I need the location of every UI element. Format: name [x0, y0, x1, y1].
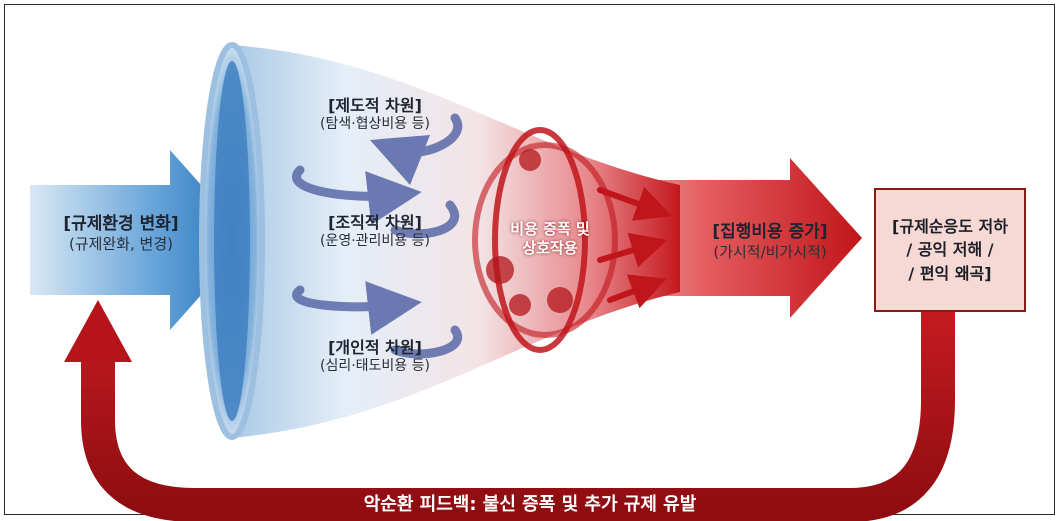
stage-sub: (심리·태도비용 등) — [320, 358, 430, 374]
result-line3: / 편익 왜곡] — [908, 263, 992, 283]
stage-organizational: [조직적 차원] (운영·관리비용 등) — [295, 213, 455, 251]
stage-individual: [개인적 차원] (심리·태도비용 등) — [295, 338, 455, 376]
stage-sub: (운영·관리비용 등) — [320, 233, 430, 249]
cost-label: [집행비용 증가] (가시적/비가시적) — [690, 222, 850, 262]
result-box: [규제순응도 저하 / 공익 저해 / / 편익 왜곡] — [874, 188, 1026, 312]
input-sub: (규제완화, 변경) — [68, 235, 174, 254]
result-line1: [규제순응도 저하 — [892, 217, 1008, 237]
swirl-arrows — [292, 113, 463, 359]
stage-title: [제도적 차원] — [328, 96, 422, 115]
amplification-line1: 비용 증폭 및 — [510, 220, 590, 238]
cost-sub: (가시적/비가시적) — [713, 243, 827, 262]
feedback-loop-arrow — [81, 312, 955, 521]
stage-institutional: [제도적 차원] (탐색·협상비용 등) — [295, 96, 455, 134]
stage-title: [조직적 차원] — [328, 213, 422, 232]
input-arrow — [30, 150, 250, 330]
stage-title: [개인적 차원] — [328, 338, 422, 357]
feedback-label: 악순환 피드백: 불신 증폭 및 추가 규제 유발 — [363, 494, 697, 515]
amplification-line2: 상호작용 — [522, 238, 578, 257]
gear-icon — [486, 149, 573, 316]
input-label: [규제환경 변화] (규제완화, 변경) — [36, 214, 206, 254]
stage-sub: (탐색·협상비용 등) — [320, 116, 430, 132]
feedback-loop-arrowhead — [64, 300, 132, 362]
cost-title: [집행비용 증가] — [712, 222, 828, 242]
funnel-body — [232, 45, 680, 438]
input-title: [규제환경 변화] — [63, 214, 179, 234]
result-line2: / 공익 저해 / — [906, 240, 994, 260]
amplification-label: 비용 증폭 및 상호작용 — [490, 220, 610, 258]
amplification-swirls — [472, 127, 672, 353]
